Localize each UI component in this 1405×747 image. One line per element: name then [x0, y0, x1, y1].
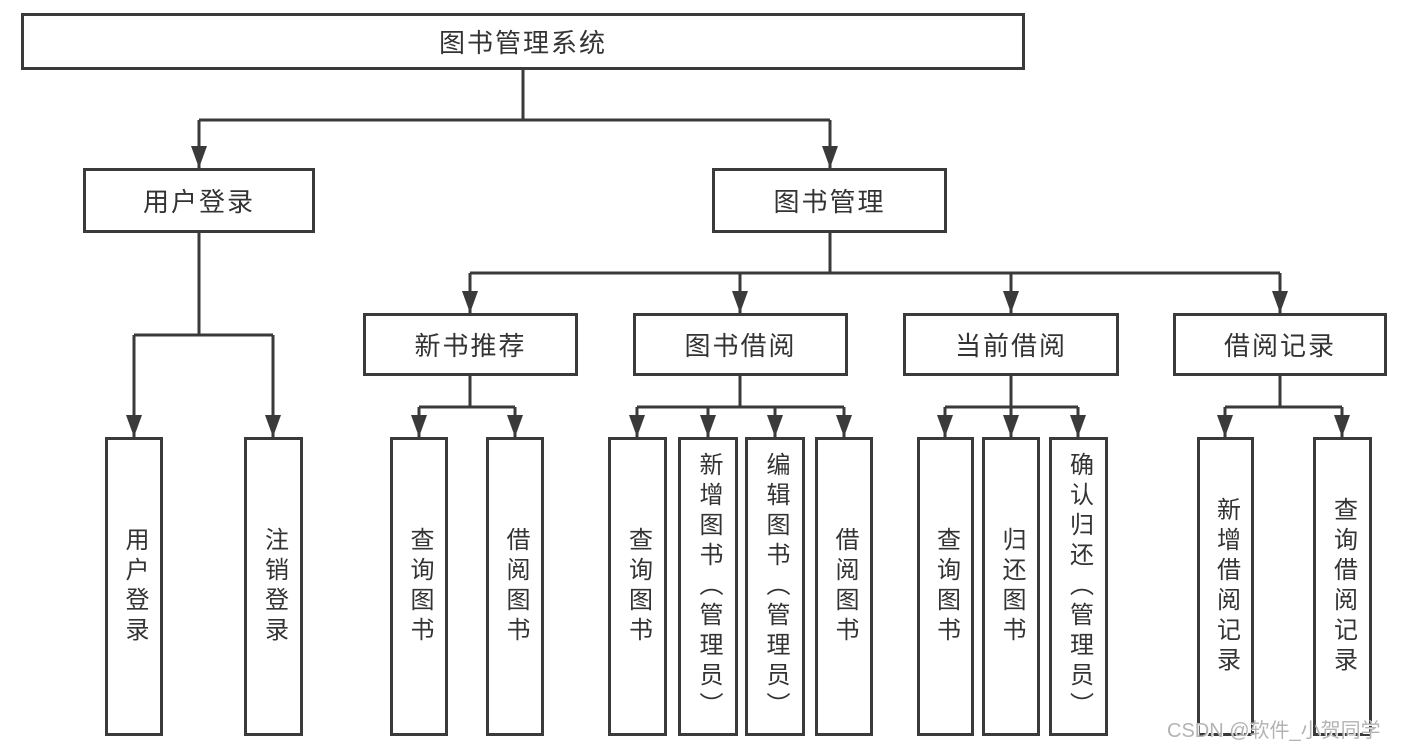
leaf-query-books-current: 查询图书: [917, 437, 974, 736]
connector-bookmgmt-rail: [470, 233, 1280, 275]
connector-root-rail: [199, 70, 830, 122]
node-root-system: 图书管理系统: [21, 13, 1025, 70]
leaf-edit-books-admin-label: 编辑图书（管理员）: [762, 451, 789, 722]
leaf-add-books-admin: 新增图书（管理员）: [678, 437, 738, 736]
leaf-borrow-books-newbook: 借阅图书: [486, 437, 544, 736]
leaf-borrow-books-newbook-label: 借阅图书: [502, 526, 529, 647]
leaf-query-books-newbook-label: 查询图书: [406, 526, 433, 647]
connector-curborrow-rail: [945, 376, 1078, 409]
leaf-logout: 注销登录: [244, 437, 303, 736]
node-new-book-recommend: 新书推荐: [363, 313, 578, 376]
connector-bookborrow-rail: [637, 376, 844, 409]
leaf-user-login: 用户登录: [105, 437, 163, 736]
leaf-add-borrow-record: 新增借阅记录: [1197, 437, 1254, 736]
node-book-borrowing: 图书借阅: [633, 313, 848, 376]
leaf-add-borrow-record-label: 新增借阅记录: [1212, 496, 1240, 677]
leaf-query-borrow-record-label: 查询借阅记录: [1329, 496, 1357, 677]
leaf-borrow-books: 借阅图书: [815, 437, 873, 736]
connector-userlogin-rail: [134, 233, 273, 337]
leaf-return-books: 归还图书: [982, 437, 1040, 736]
leaf-user-login-label: 用户登录: [121, 526, 148, 647]
leaf-query-books-borrow: 查询图书: [608, 437, 667, 736]
leaf-add-books-admin-label: 新增图书（管理员）: [695, 451, 722, 722]
leaf-logout-label: 注销登录: [260, 526, 288, 647]
leaf-borrow-books-label: 借阅图书: [831, 526, 858, 647]
leaf-query-borrow-record: 查询借阅记录: [1313, 437, 1372, 736]
node-current-borrowing: 当前借阅: [903, 313, 1119, 376]
connector-newbook-rail: [419, 376, 515, 409]
leaf-query-books-current-label: 查询图书: [932, 526, 960, 647]
connector-borrowrec-rail: [1225, 376, 1342, 409]
node-book-management: 图书管理: [712, 168, 947, 233]
leaf-return-books-label: 归还图书: [998, 526, 1025, 647]
leaf-confirm-return-admin: 确认归还（管理员）: [1049, 437, 1108, 736]
node-borrow-records: 借阅记录: [1173, 313, 1387, 376]
leaf-query-books-newbook: 查询图书: [390, 437, 448, 736]
leaf-edit-books-admin: 编辑图书（管理员）: [745, 437, 805, 736]
leaf-confirm-return-admin-label: 确认归还（管理员）: [1065, 451, 1093, 722]
node-user-login: 用户登录: [83, 168, 315, 233]
csdn-watermark: CSDN @软件_小贺同学: [1167, 720, 1381, 742]
leaf-query-books-borrow-label: 查询图书: [624, 526, 652, 647]
